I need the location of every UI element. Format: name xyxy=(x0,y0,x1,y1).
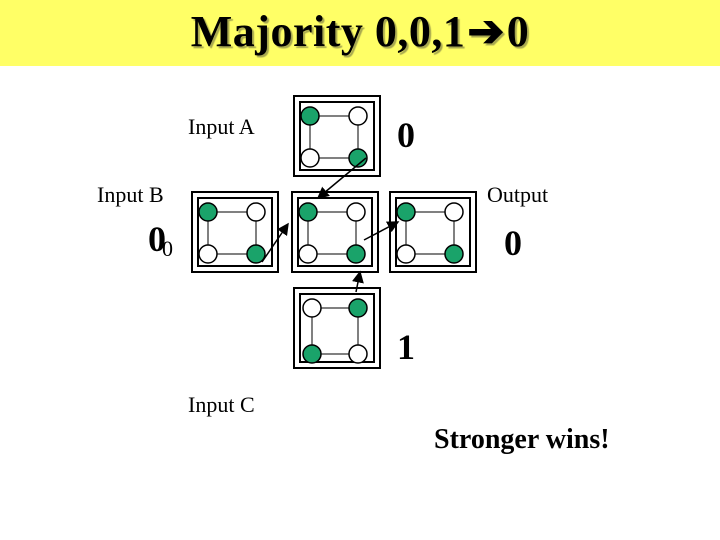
qca-cell-input-b xyxy=(191,191,279,273)
qca-dot xyxy=(348,106,368,126)
qca-dot xyxy=(348,344,368,364)
input-a-value: 0 xyxy=(397,115,415,155)
qca-dot xyxy=(300,106,320,126)
qca-dot xyxy=(300,148,320,168)
qca-dot xyxy=(246,244,266,264)
title-band xyxy=(0,0,720,66)
input-b-label: Input B xyxy=(97,182,164,207)
qca-dot xyxy=(198,244,218,264)
input-b-sub-value: 0 xyxy=(162,236,173,261)
arrow-b-to-center xyxy=(261,222,289,263)
qca-cell-input-a xyxy=(293,95,381,177)
qca-dot xyxy=(348,148,368,168)
qca-dot xyxy=(444,244,464,264)
slide-title: Majority 0,0,1➔0 xyxy=(0,6,720,57)
qca-dot xyxy=(396,202,416,222)
input-b-value: 0 xyxy=(148,219,166,259)
qca-dot xyxy=(298,202,318,222)
qca-dot xyxy=(346,244,366,264)
arrow-center-to-output xyxy=(363,221,400,241)
output-value: 0 xyxy=(504,223,522,263)
arrow-c-to-center xyxy=(352,270,364,293)
qca-dot xyxy=(348,298,368,318)
qca-dot xyxy=(346,202,366,222)
qca-dot xyxy=(246,202,266,222)
input-c-label: Input C xyxy=(188,392,255,417)
output-label: Output xyxy=(487,182,549,207)
qca-dot xyxy=(302,344,322,364)
title-result: 0 xyxy=(506,7,530,56)
qca-dot xyxy=(396,244,416,264)
input-a-label: Input A xyxy=(188,114,255,139)
arrow-right-icon: ➔ xyxy=(467,7,505,56)
qca-dot xyxy=(302,298,322,318)
qca-dot xyxy=(444,202,464,222)
input-c-value: 1 xyxy=(397,327,415,367)
stronger-wins-text: Stronger wins! xyxy=(434,424,610,455)
qca-cell-output xyxy=(389,191,477,273)
qca-cell-input-c xyxy=(293,287,381,369)
qca-dot xyxy=(198,202,218,222)
title-text: Majority 0,0,1 xyxy=(190,7,466,56)
arrow-a-to-center xyxy=(316,157,367,199)
qca-cell-center xyxy=(291,191,379,273)
qca-dot xyxy=(298,244,318,264)
